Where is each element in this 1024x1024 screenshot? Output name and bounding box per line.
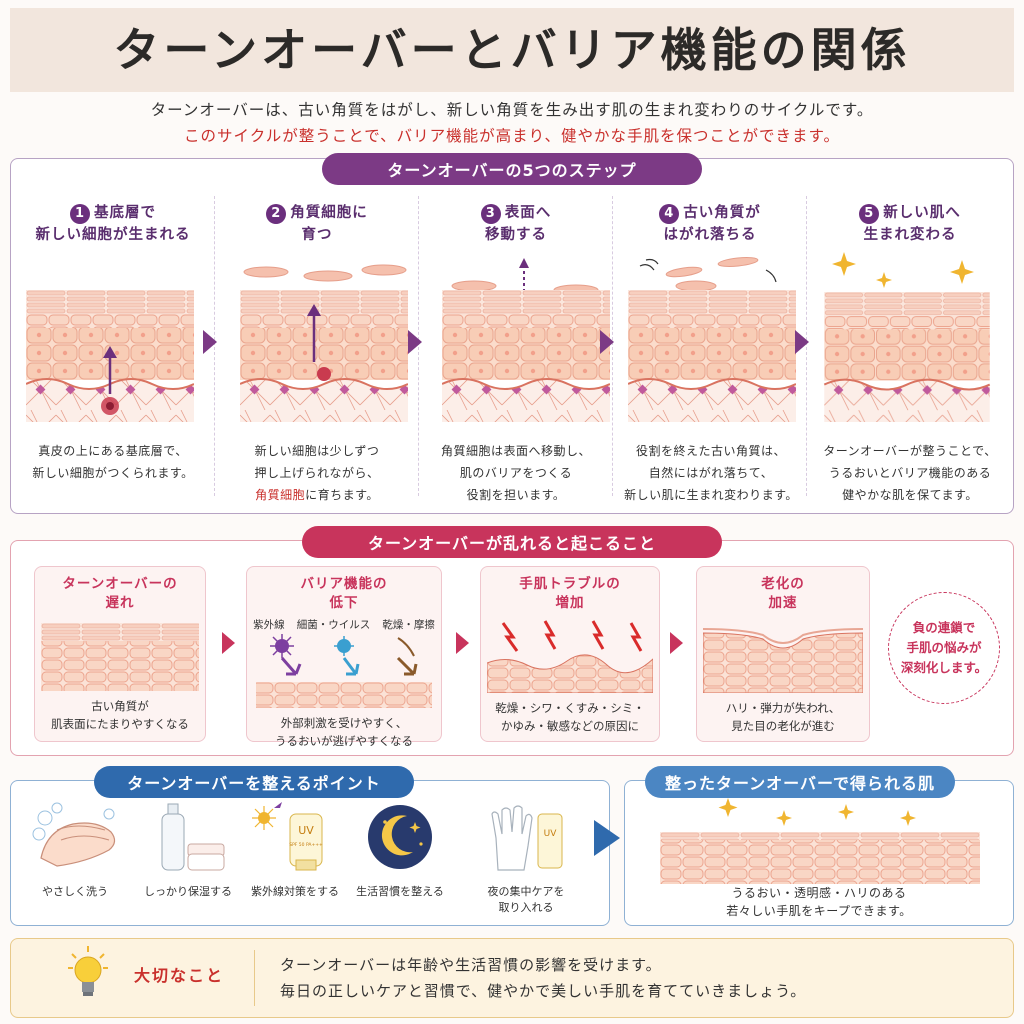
disorder-card-4: 老化の 加速 ハリ・弾力が失われ、 見た目の老化が進む bbox=[696, 566, 870, 742]
disorder-card-1: ターンオーバーの 遅れ 古い角質が 肌表面にたまりやすくなる bbox=[34, 566, 206, 742]
step-title-2: 生まれ変わる bbox=[863, 227, 957, 243]
step-5-desc: ターンオーバーが整うことで、 うるおいとバリア機能のある 健やかな肌を保てます。 bbox=[823, 444, 997, 502]
step-2-desc: 新しい細胞は少しずつ 押し上げられながら、 角質細胞に育ちます。 bbox=[254, 444, 380, 502]
moisturizer-icon bbox=[161, 803, 225, 871]
arrow-right-icon bbox=[795, 330, 809, 354]
point-wash: やさしく洗う bbox=[20, 800, 130, 900]
arrow-right-icon bbox=[203, 330, 217, 354]
skin-illustration bbox=[442, 258, 610, 422]
svg-text:UV: UV bbox=[298, 824, 314, 837]
point-uv: UV SPF 50 PA+++ 紫外線対策をする bbox=[244, 800, 346, 900]
step-title-2: 新しい細胞が生まれる bbox=[35, 227, 191, 243]
step-number: 3 bbox=[480, 204, 501, 224]
step-title-2: 育つ bbox=[301, 227, 333, 243]
aging-skin-illustration bbox=[703, 628, 863, 693]
hand-wash-icon bbox=[32, 802, 116, 867]
sunscreen-icon: UV SPF 50 PA+++ bbox=[252, 802, 323, 871]
steps-heading: ターンオーバーの5つのステップ bbox=[322, 153, 702, 185]
disorder-card-2: バリア機能の 低下 紫外線 細菌・ウイルス 乾燥・摩擦 外部刺激を受けやすく、 … bbox=[246, 566, 442, 748]
intro-line-2: このサイクルが整うことで、バリア機能が高まり、健やかな手肌を保つことができます。 bbox=[184, 127, 840, 145]
step-1-desc: 真皮の上にある基底層で、 新しい細胞がつくられます。 bbox=[32, 444, 194, 480]
thick-skin-illustration bbox=[41, 623, 199, 691]
step-number: 4 bbox=[659, 204, 680, 224]
lightning-icon bbox=[501, 622, 519, 652]
arrow-right-icon bbox=[222, 632, 235, 654]
title-band bbox=[10, 8, 1014, 92]
lightning-icon bbox=[629, 622, 643, 652]
divider bbox=[254, 950, 255, 1006]
step-title-2: はがれ落ちる bbox=[663, 227, 757, 243]
important-panel bbox=[10, 938, 1014, 1018]
lightbulb-icon bbox=[68, 946, 108, 996]
external-labels: 紫外線 細菌・ウイルス 乾燥・摩擦 bbox=[253, 619, 435, 631]
arrow-right-icon bbox=[456, 632, 469, 654]
arrow-right-icon bbox=[600, 330, 614, 354]
point-night-care: UV 夜の集中ケアを 取り入れる bbox=[456, 800, 596, 916]
disorder-card-3: 手肌トラブルの 増加 乾燥・シワ・くすみ・シミ・ かゆみ・敏感などの原因に bbox=[480, 566, 660, 742]
disorder-heading: ターンオーバーが乱れると起こること bbox=[302, 526, 722, 558]
important-label: 大切なこと bbox=[134, 966, 225, 985]
uv-icon bbox=[270, 634, 294, 658]
glove-icon: UV bbox=[491, 805, 563, 871]
arrow-right-icon bbox=[670, 632, 683, 654]
svg-text:UV: UV bbox=[544, 829, 558, 839]
important-text: ターンオーバーは年齢や生活習慣の影響を受けます。 毎日の正しいケアと習慣で、健や… bbox=[280, 956, 807, 1000]
step-3-desc: 角質細胞は表面へ移動し、 肌のバリアをつくる 役割を担います。 bbox=[440, 444, 591, 502]
step-title-2: 移動する bbox=[485, 227, 547, 243]
moon-icon bbox=[368, 805, 432, 869]
result-desc: うるおい・透明感・ハリのある 若々しい手肌をキープできます。 bbox=[726, 886, 912, 918]
skin-illustration bbox=[823, 252, 991, 422]
trouble-illustration bbox=[487, 620, 653, 693]
arrow-right-icon bbox=[594, 820, 620, 856]
point-lifestyle: 生活習慣を整える bbox=[350, 800, 450, 900]
lightning-icon bbox=[591, 620, 605, 650]
barrier-illustration bbox=[256, 634, 432, 708]
intro-line-1: ターンオーバーは、古い角質をはがし、新しい角質を生み出す肌の生まれ変わりのサイク… bbox=[150, 101, 874, 119]
healthy-skin-illustration bbox=[660, 798, 980, 884]
page-title: ターンオーバーとバリア機能の関係 bbox=[113, 23, 911, 77]
lightning-icon bbox=[543, 620, 557, 650]
negative-chain-badge: 負の連鎖で 手肌の悩みが 深刻化します。 bbox=[888, 592, 1000, 704]
step-number: 2 bbox=[266, 204, 287, 224]
bacteria-icon bbox=[334, 636, 354, 656]
svg-text:SPF 50 PA+++: SPF 50 PA+++ bbox=[289, 842, 323, 848]
point-moisturize: しっかり保湿する bbox=[132, 800, 244, 900]
skin-illustration bbox=[26, 290, 194, 422]
friction-icon bbox=[397, 637, 415, 657]
step-4-desc: 役割を終えた古い角質は、 自然にはがれ落ちて、 新しい肌に生まれ変わります。 bbox=[624, 444, 798, 502]
step-number: 1 bbox=[70, 204, 90, 224]
skin-illustration bbox=[628, 257, 796, 422]
arrow-right-icon bbox=[408, 330, 422, 354]
result-heading: 整ったターンオーバーで得られる肌 bbox=[645, 766, 955, 798]
skin-illustration bbox=[240, 264, 408, 422]
step-number: 5 bbox=[859, 204, 880, 224]
points-heading: ターンオーバーを整えるポイント bbox=[94, 766, 414, 798]
